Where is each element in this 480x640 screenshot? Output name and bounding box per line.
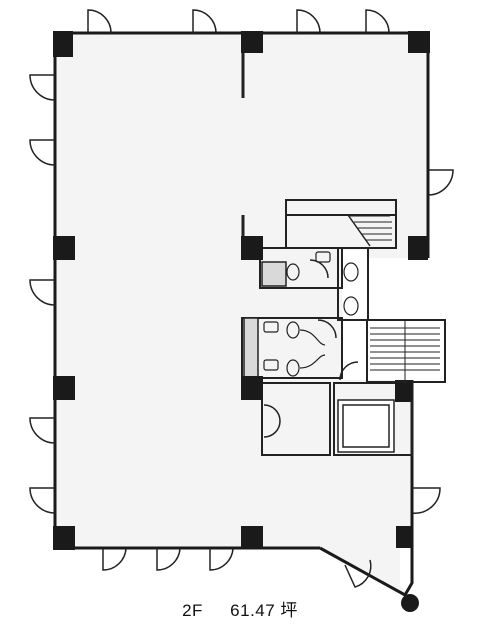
column: [53, 31, 73, 57]
floor-label: 2F: [182, 601, 203, 620]
office-floor-area: [55, 33, 428, 598]
toilet-icon: [286, 321, 300, 339]
door-swing-icon: [156, 547, 181, 571]
column: [408, 31, 430, 53]
door-swing-icon: [29, 487, 56, 514]
sink-icon: [263, 359, 279, 371]
door-swing-icon: [411, 487, 441, 514]
door-swing-icon: [263, 420, 281, 438]
door-swing-icon: [87, 9, 112, 34]
pipe-shaft: [401, 594, 419, 612]
column: [395, 380, 412, 402]
floor-area: 61.47 坪: [230, 601, 298, 620]
door-swing-icon: [192, 9, 217, 34]
column: [241, 376, 263, 400]
column: [53, 236, 75, 260]
column: [241, 526, 263, 548]
door-swing-icon: [296, 9, 321, 34]
stair-icon: [347, 214, 392, 247]
door-swing-icon: [29, 417, 56, 444]
column: [408, 236, 428, 260]
door-swing-icon: [29, 279, 56, 306]
sink-icon: [263, 321, 279, 333]
door-swing-icon: [29, 74, 56, 101]
elevator-icon: [337, 399, 395, 453]
door-swing-icon: [365, 9, 390, 34]
column: [241, 31, 263, 53]
door-swing-icon: [317, 319, 337, 339]
door-swing-icon: [344, 559, 372, 588]
floor-caption: 2F 61.47 坪: [0, 596, 480, 621]
stair-icon: [366, 319, 446, 383]
sanitary-fixtures: [263, 251, 359, 377]
column: [53, 376, 75, 400]
door-swing-icon: [29, 139, 56, 166]
column: [396, 526, 412, 548]
toilet-icon: [343, 296, 359, 316]
toilet-icon: [286, 359, 300, 377]
column: [53, 526, 75, 550]
door-swings: [29, 9, 454, 588]
door-swing-icon: [263, 404, 281, 422]
door-swing-icon: [309, 259, 329, 279]
toilet-icon: [286, 263, 300, 281]
toilet-icon: [343, 262, 359, 282]
column: [241, 236, 263, 260]
door-swing-icon: [427, 169, 454, 196]
door-swing-icon: [339, 361, 359, 381]
core-area: [243, 261, 287, 379]
door-swing-icon: [209, 547, 234, 571]
sink-icon: [315, 251, 331, 263]
columns: [53, 31, 430, 550]
door-swing-icon: [102, 547, 127, 571]
